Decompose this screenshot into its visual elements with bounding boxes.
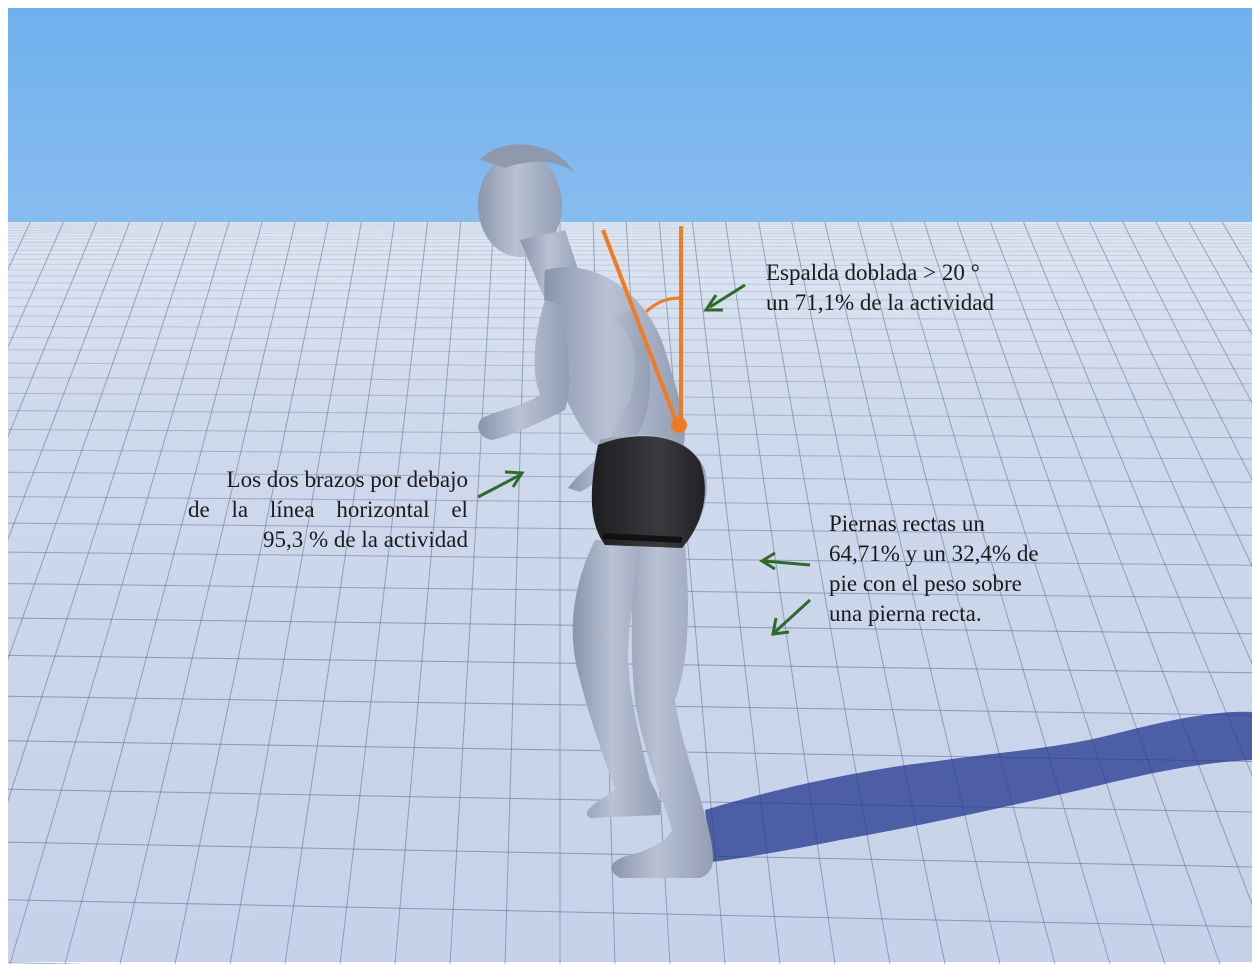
arms-word: línea xyxy=(270,495,315,525)
arms-annotation-line1: Los dos brazos por debajo xyxy=(188,465,468,495)
back-annotation-line1: Espalda doblada > 20 ° xyxy=(766,258,994,288)
legs-annotation-line4: una pierna recta. xyxy=(829,599,1039,629)
legs-annotation-line3: pie con el peso sobre xyxy=(829,569,1039,599)
grid-line xyxy=(8,239,1252,240)
arms-word: horizontal xyxy=(336,495,429,525)
arms-word: el xyxy=(451,495,468,525)
back-annotation: Espalda doblada > 20 ° un 71,1% de la ac… xyxy=(766,258,994,318)
arms-word: de xyxy=(188,495,210,525)
legs-annotation-line2: 64,71% y un 32,4% de xyxy=(829,539,1039,569)
back-annotation-line2: un 71,1% de la actividad xyxy=(766,288,994,318)
arms-annotation-line3: 95,3 % de la actividad xyxy=(188,525,468,555)
shorts xyxy=(592,436,705,548)
legs-annotation-line1: Piernas rectas un xyxy=(829,509,1039,539)
arms-annotation-line2: de la línea horizontal el xyxy=(188,495,468,525)
grid-line xyxy=(8,236,1252,237)
arms-annotation: Los dos brazos por debajo de la línea ho… xyxy=(188,465,468,555)
arms-word: la xyxy=(231,495,248,525)
legs-annotation: Piernas rectas un 64,71% y un 32,4% de p… xyxy=(829,509,1039,629)
